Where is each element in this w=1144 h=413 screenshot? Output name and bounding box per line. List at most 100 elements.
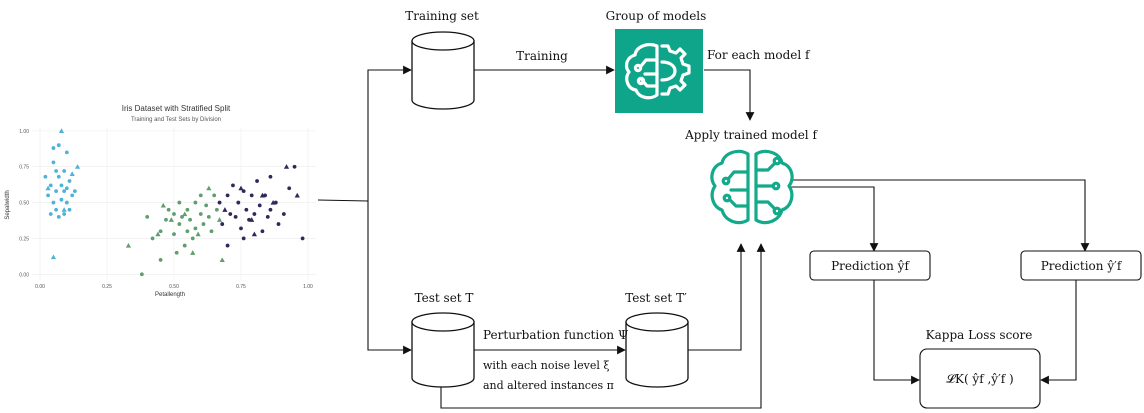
kappa-loss-box: [919, 348, 1041, 409]
chart-point: [62, 169, 67, 173]
split-to-test-set-arrow: [367, 201, 412, 355]
chart-point: [48, 212, 53, 216]
chart-point: [222, 207, 228, 212]
altered-instances-label: and altered instances π: [483, 379, 614, 392]
chart-point: [46, 193, 50, 198]
prediction-1-to-kappa-arrow: [873, 280, 920, 385]
chart-point: [72, 189, 77, 193]
chart-point: [195, 231, 201, 237]
chart-point: [59, 197, 64, 202]
connectors: [317, 65, 1090, 409]
group-of-models-label: Group of models: [606, 9, 707, 23]
chart-point: [193, 226, 198, 231]
chart-point: [188, 217, 192, 222]
chart-point: [172, 232, 176, 237]
chart-point: [51, 200, 56, 205]
chart-point: [48, 183, 53, 188]
chart-point: [241, 236, 246, 241]
chart-point: [259, 192, 266, 198]
chart-point: [54, 189, 59, 193]
chart-point: [265, 215, 270, 219]
chart-point: [225, 243, 230, 248]
for-each-model-arrow: [704, 69, 755, 121]
chart-point: [220, 222, 225, 226]
chart-point: [62, 212, 67, 216]
prediction-1-box: [809, 250, 931, 281]
chart-point: [174, 250, 179, 255]
chart-x-tick-label: 0.00: [35, 284, 45, 290]
chart-point: [217, 200, 222, 205]
chart-point: [185, 207, 190, 212]
chart-point: [209, 229, 214, 234]
chart-point: [74, 164, 81, 169]
training-set-label: Training set: [405, 9, 479, 23]
prediction-2-to-kappa-arrow: [1040, 280, 1077, 385]
chart-point: [281, 212, 286, 216]
prediction-2-box: [1020, 250, 1142, 281]
chart-point: [155, 231, 161, 237]
chart-point: [239, 226, 243, 231]
test-set-t-prime-label: Test set T′: [625, 291, 687, 305]
chart-point: [198, 212, 203, 216]
chart-point: [51, 160, 56, 165]
chart-point: [251, 231, 257, 237]
chart-point: [64, 200, 69, 205]
chart-point: [64, 150, 69, 155]
chart-point: [268, 207, 273, 212]
chart-point: [185, 229, 190, 234]
chart-point: [56, 215, 61, 219]
chart-x-tick-label: 1.00: [303, 284, 313, 290]
chart-point: [233, 215, 238, 219]
chart-point: [300, 236, 305, 241]
chart-y-tick-label: 1.00: [19, 129, 29, 135]
chart-point: [287, 186, 292, 191]
chart-point: [70, 193, 75, 198]
chart-point: [177, 222, 182, 226]
chart-point: [51, 146, 56, 150]
chart-point: [59, 183, 64, 188]
chart-y-label: Sepalwidth: [5, 190, 11, 219]
chart-point: [190, 236, 195, 241]
chart-point: [206, 215, 211, 219]
chart-point: [270, 199, 276, 205]
chart-point: [228, 212, 233, 216]
chart-point: [145, 215, 150, 219]
chart-point: [158, 229, 163, 234]
chart-subtitle: Training and Test Sets by Division: [131, 117, 221, 123]
chart-point: [193, 200, 198, 205]
model-to-prediction-2-arrow: [790, 179, 1090, 252]
chart-point: [182, 243, 187, 248]
chart-point: [292, 164, 297, 169]
chart-x-label: Petallength: [155, 292, 185, 298]
chart-y-tick-label: 0.75: [19, 165, 29, 171]
chart-point: [182, 211, 188, 217]
chart-to-split-line: [317, 199, 369, 202]
chart-point: [164, 217, 168, 222]
chart-point: [212, 193, 217, 198]
chart-point: [190, 250, 196, 255]
training-set-cylinder: [411, 31, 475, 110]
chart-point: [198, 193, 203, 198]
model-to-prediction-1-arrow: [790, 186, 879, 252]
chart-point: [166, 207, 171, 212]
apply-model-brain-icon: [710, 149, 794, 225]
chart-point: [214, 207, 219, 212]
chart-point: [244, 207, 249, 212]
chart-point: [125, 242, 132, 248]
chart-point: [231, 183, 235, 188]
chart-point: [219, 257, 225, 263]
chart-x-tick-label: 0.50: [169, 284, 179, 290]
chart-y-ticks: 0.000.250.500.751.00: [19, 129, 29, 278]
chart-point: [268, 174, 273, 179]
chart-point: [225, 193, 230, 198]
prediction-2-label: Prediction ŷ′f: [1041, 259, 1123, 273]
chart-point: [206, 185, 212, 191]
chart-y-tick-label: 0.25: [19, 236, 29, 242]
chart-point: [204, 203, 209, 208]
chart-point: [216, 217, 223, 222]
chart-point: [168, 217, 174, 222]
perturbation-function-label: Perturbation function Ψ: [483, 328, 629, 342]
chart-point: [150, 236, 155, 241]
